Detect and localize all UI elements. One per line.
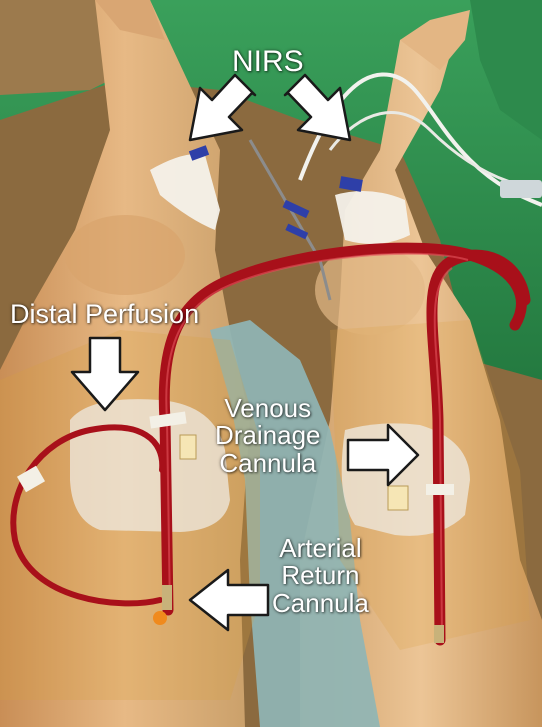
arterial-line-2: Return [281,560,360,591]
nirs-label: NIRS [232,45,304,78]
arrow-nirs-right [283,73,352,142]
arrow-venous-drainage [346,423,420,487]
stopcock [153,611,167,625]
nirs-sensor-right [335,191,410,244]
venous-line-3: Cannula [219,447,317,478]
dressing-left [70,399,230,532]
arrow-arterial-return [188,568,270,632]
arrow-distal-perfusion [70,336,140,412]
distal-perfusion-label: Distal Perfusion [10,299,200,329]
arterial-line-3: Cannula [272,587,369,618]
venous-drainage-label: Venous Drainage Cannula [215,393,321,478]
arterial-return-label: Arterial Return Cannula [272,533,369,618]
arrow-nirs-left [188,73,257,142]
blue-drape [210,320,380,727]
nirs-sensor-left [150,154,220,230]
arterial-line-1: Arterial [279,533,362,563]
venous-line-1: Venous [224,393,312,423]
venous-line-2: Drainage [215,420,321,451]
